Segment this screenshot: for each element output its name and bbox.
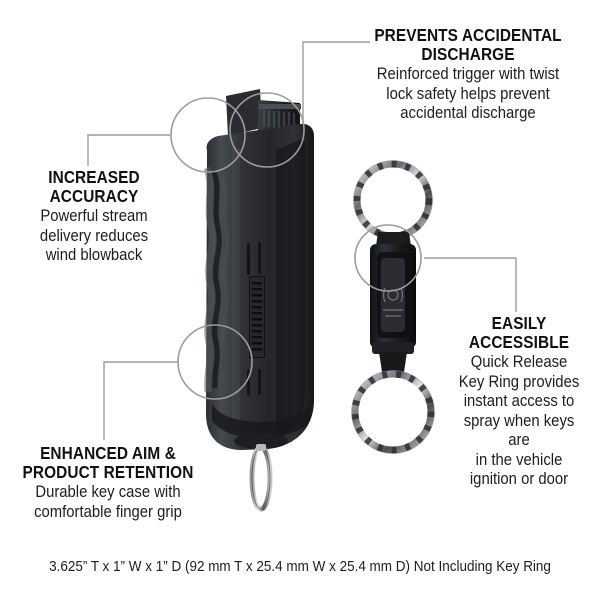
case-bottom-face bbox=[234, 433, 288, 449]
quick-release-key-ring bbox=[351, 160, 435, 454]
callout-heading: INCREASED ACCURACY bbox=[48, 167, 140, 206]
case-bottom-lip bbox=[212, 404, 310, 438]
callout-circle-easily-accessible bbox=[354, 224, 422, 292]
callout-body: Durable key case with comfortable finger… bbox=[34, 483, 182, 521]
finger-grip-contour-inner bbox=[211, 171, 222, 389]
callout-enhanced-aim-product-retention: ENHANCED AIM & PRODUCT RETENTION Durable… bbox=[6, 444, 210, 522]
dimensions-caption: 3.625” T x 1” W x 1” D (92 mm T x 25.4 m… bbox=[49, 559, 551, 575]
finger-grip-highlight bbox=[220, 175, 230, 343]
finger-grip-contour-outer bbox=[203, 166, 216, 393]
leader-line-prevents-discharge bbox=[302, 41, 370, 130]
callout-heading: PREVENTS ACCIDENTAL DISCHARGE bbox=[374, 25, 562, 64]
key-ring-lower-strap bbox=[379, 352, 407, 372]
key-ring-lower bbox=[351, 370, 435, 454]
key-ring-lower-collar bbox=[372, 342, 414, 354]
split-ring-small bbox=[249, 444, 273, 512]
key-ring-upper bbox=[353, 160, 433, 240]
callout-increased-accuracy: INCREASED ACCURACY Powerful stream deliv… bbox=[8, 168, 180, 266]
callout-body: Quick Release Key Ring provides instant … bbox=[458, 353, 580, 488]
callout-heading: EASILY ACCESSIBLE bbox=[468, 313, 570, 352]
callout-easily-accessible: EASILY ACCESSIBLE Quick Release Key Ring… bbox=[444, 314, 594, 490]
callout-circle-prevents-discharge bbox=[229, 92, 305, 168]
callout-body: Powerful stream delivery reduces wind bl… bbox=[39, 207, 149, 264]
trigger-top-edge bbox=[259, 104, 301, 109]
case-right-shadow bbox=[276, 140, 305, 438]
actuator-left-wing bbox=[226, 89, 262, 136]
pepper-spray-canister bbox=[203, 89, 314, 512]
key-ring-top-strap bbox=[376, 232, 411, 246]
release-icon bbox=[382, 287, 404, 317]
callout-circle-increased-accuracy bbox=[170, 97, 246, 173]
embossed-brand-mark bbox=[249, 276, 265, 358]
callout-body: Reinforced trigger with twist lock safet… bbox=[376, 65, 560, 122]
callout-heading: ENHANCED AIM & PRODUCT RETENTION bbox=[22, 443, 194, 482]
leader-line-easily-accessible bbox=[424, 257, 517, 312]
leader-line-enhanced-aim bbox=[103, 361, 178, 440]
leader-line-increased-accuracy bbox=[87, 134, 171, 166]
case-left-highlight bbox=[232, 148, 240, 430]
callout-circle-enhanced-aim bbox=[177, 324, 253, 400]
callout-circles bbox=[170, 92, 422, 400]
callout-prevents-accidental-discharge: PREVENTS ACCIDENTAL DISCHARGE Reinforced… bbox=[344, 26, 592, 124]
key-ring-release-button bbox=[381, 258, 405, 332]
